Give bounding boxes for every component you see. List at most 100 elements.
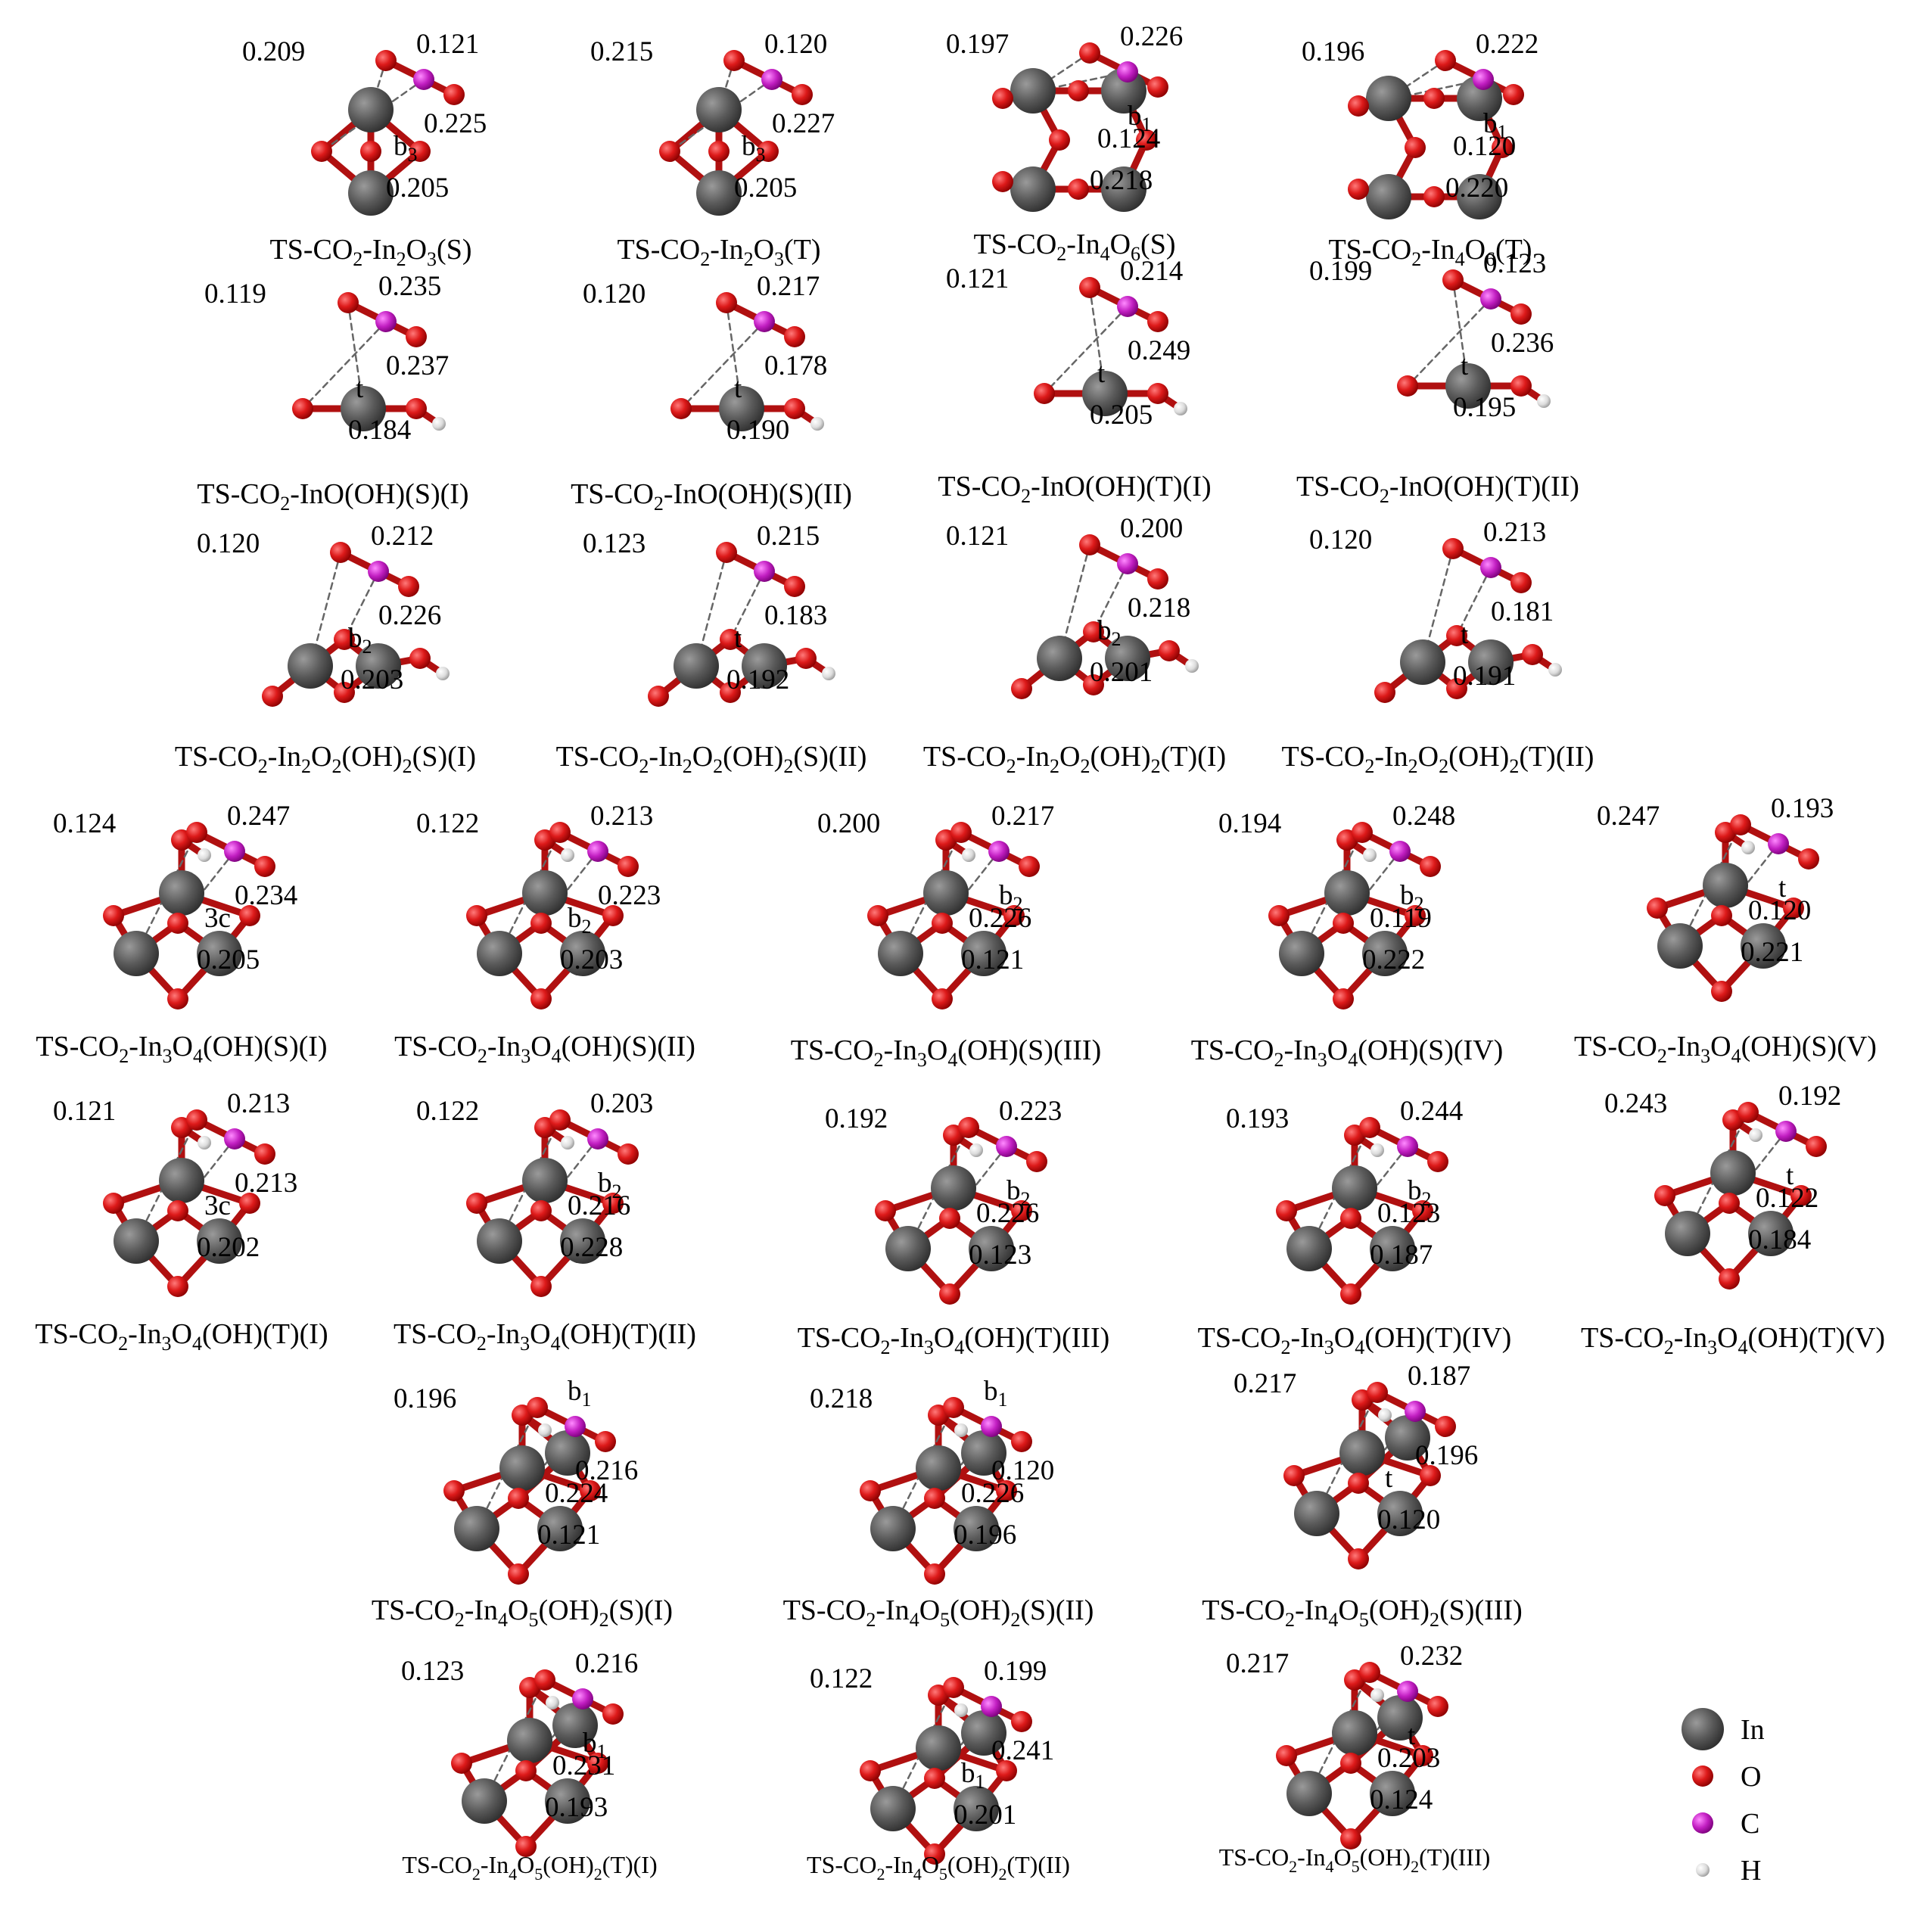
o-atom	[1019, 856, 1040, 877]
legend-label: H	[1741, 1855, 1761, 1887]
structure-caption: TS-CO2-InO(OH)(T)(II)	[1296, 471, 1579, 507]
distance-label: 0.122	[416, 1096, 479, 1127]
c-atom	[368, 561, 389, 582]
c-atom	[1768, 833, 1789, 854]
h-atom	[1370, 1143, 1384, 1157]
o-atom	[466, 1193, 487, 1214]
distance-label: b1	[961, 1758, 985, 1793]
in-atom	[954, 1506, 999, 1551]
o-atom	[167, 1276, 188, 1297]
distance-label: 0.216	[568, 1190, 630, 1221]
in-atom	[961, 1710, 1006, 1756]
interaction-line	[668, 78, 773, 153]
in-atom	[878, 931, 923, 976]
distance-label: 0.123	[1483, 248, 1546, 279]
in-atom	[923, 870, 969, 916]
o-atom	[360, 141, 381, 162]
o-atom	[860, 1480, 881, 1501]
distance-label: b1	[583, 1728, 607, 1762]
distance-label: 0.205	[197, 944, 260, 975]
in-atom	[1362, 931, 1408, 976]
o-atom	[466, 905, 487, 926]
o-atom	[1730, 814, 1751, 835]
in-atom	[916, 1445, 961, 1491]
structure-caption: TS-CO2-In2O2(OH)2(T)(II)	[1282, 741, 1594, 777]
in-atom	[1339, 1430, 1385, 1476]
o-atom	[924, 1843, 945, 1865]
in-atom	[1279, 931, 1324, 976]
legend-swatch	[1696, 1863, 1710, 1877]
distance-label: 0.203	[560, 944, 623, 975]
interaction-line	[1092, 562, 1129, 633]
o-atom	[996, 1760, 1017, 1781]
distance-label: 0.237	[386, 350, 449, 381]
o-atom	[720, 682, 741, 703]
o-atom	[992, 171, 1013, 192]
o-atom	[398, 576, 419, 597]
o-atom	[1446, 678, 1467, 699]
in-atom	[870, 1506, 916, 1551]
distance-label: 0.214	[1120, 256, 1183, 287]
c-atom	[572, 1688, 593, 1709]
legend-swatch	[1682, 1708, 1724, 1750]
in-atom	[969, 1226, 1014, 1271]
distance-label: 0.190	[726, 415, 789, 446]
o-atom	[239, 905, 260, 926]
distance-label: 0.119	[1370, 903, 1432, 934]
o-atom	[1374, 682, 1395, 703]
in-atom	[341, 386, 386, 431]
o-atom	[330, 542, 351, 563]
h-atom	[822, 667, 835, 680]
structure-caption: TS-CO2-In3O4(OH)(T)(IV)	[1198, 1322, 1512, 1358]
c-atom	[1397, 1136, 1418, 1157]
o-atom	[958, 1117, 979, 1138]
o-atom	[508, 1563, 529, 1585]
legend-entry-in: In	[1682, 1708, 1765, 1750]
distance-label: 0.226	[378, 600, 441, 631]
distance-label: 0.121	[946, 521, 1009, 552]
interaction-line	[1406, 297, 1492, 387]
distance-label: 0.194	[1218, 808, 1281, 839]
o-atom	[1719, 1193, 1740, 1214]
o-atom	[867, 905, 888, 926]
o-atom	[1412, 1200, 1433, 1221]
in-atom	[1294, 1491, 1339, 1536]
structure-caption: TS-CO2-In4O5(OH)2(T)(III)	[1219, 1843, 1491, 1876]
o-atom	[1711, 905, 1732, 926]
interaction-line	[343, 570, 380, 641]
in-atom	[1468, 639, 1514, 685]
distance-label: b2	[1006, 1175, 1031, 1210]
o-atom	[530, 1200, 552, 1221]
o-atom	[716, 292, 737, 313]
distance-label: 0.184	[348, 415, 411, 446]
in-atom	[1741, 923, 1786, 969]
interaction-line	[301, 320, 387, 410]
o-atom	[334, 629, 355, 650]
distance-label: 0.205	[1090, 400, 1153, 431]
o-atom	[515, 1760, 537, 1781]
distance-label: 0.217	[1234, 1368, 1296, 1399]
in-atom	[1457, 174, 1502, 219]
distance-label: 0.124	[1370, 1784, 1433, 1815]
o-atom	[996, 1480, 1017, 1501]
h-atom	[954, 1423, 968, 1437]
o-atom	[1442, 538, 1464, 559]
o-atom	[939, 1283, 960, 1305]
o-atom	[1359, 1662, 1380, 1683]
o-atom	[1423, 88, 1445, 109]
distance-label: 0.209	[242, 36, 305, 67]
distance-label: b2	[348, 623, 372, 658]
distance-label: 0.199	[1309, 256, 1372, 287]
in-atom	[1657, 923, 1703, 969]
h-atom	[1548, 663, 1562, 677]
in-atom	[522, 870, 568, 916]
distance-label: t	[1778, 873, 1787, 904]
o-atom	[1654, 1185, 1675, 1206]
in-atom	[1101, 166, 1146, 212]
